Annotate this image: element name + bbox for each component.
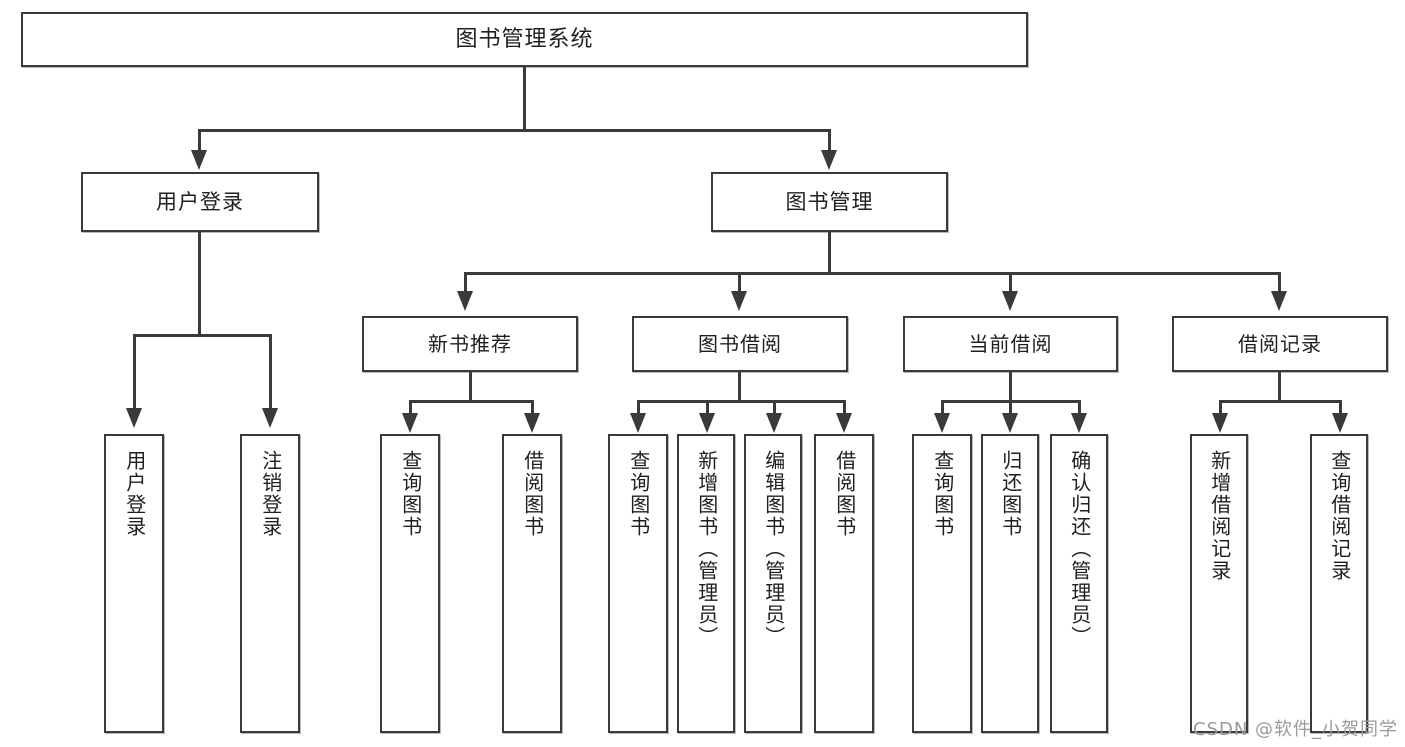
node-label: 当前借阅 <box>968 331 1053 356</box>
node-label: 图书管理系统 <box>455 26 594 52</box>
node-label: 借阅记录 <box>1238 331 1322 356</box>
connector-user-login-left <box>133 334 136 410</box>
node-label: 确认归还（管理员） <box>1067 450 1092 648</box>
leaf-query-borrow-record[interactable]: 查询借阅记录 <box>1310 434 1368 733</box>
connector-book-borrow-bus <box>637 400 846 403</box>
node-label: 查询图书 <box>930 450 955 538</box>
connector-borrow-record-c1 <box>1219 400 1222 416</box>
arrow-to-user-login <box>191 150 207 170</box>
leaf-borrow-book[interactable]: 借阅图书 <box>814 434 874 733</box>
arrow-book-borrow-leaf-3 <box>766 413 782 433</box>
connector-borrow-record-c2 <box>1339 400 1342 416</box>
arrow-borrow-record-leaf-2 <box>1332 413 1348 433</box>
node-label: 用户登录 <box>122 450 147 538</box>
node-label: 查询图书 <box>626 450 651 538</box>
node-label: 新增借阅记录 <box>1207 450 1232 582</box>
arrow-current-borrow-leaf-1 <box>934 413 950 433</box>
arrow-to-book-mgmt <box>821 150 837 170</box>
node-book-borrow[interactable]: 图书借阅 <box>632 316 848 372</box>
arrow-current-borrow-leaf-3 <box>1071 413 1087 433</box>
arrow-book-borrow-leaf-4 <box>836 413 852 433</box>
connector-current-borrow-c2 <box>1009 400 1012 416</box>
node-label: 图书借阅 <box>698 331 782 356</box>
connector-new-book-stem <box>469 372 472 402</box>
connector-to-user-login <box>198 129 201 154</box>
leaf-confirm-return-admin[interactable]: 确认归还（管理员） <box>1050 434 1108 733</box>
arrow-user-login-leaf-1 <box>126 408 142 428</box>
connector-to-new-book <box>464 272 467 294</box>
leaf-query-book-borrow[interactable]: 查询图书 <box>608 434 668 733</box>
connector-to-borrow-record <box>1278 272 1281 294</box>
connector-book-borrow-c1 <box>637 400 640 416</box>
leaf-query-book-current[interactable]: 查询图书 <box>912 434 972 733</box>
connector-user-login-stem <box>198 232 201 336</box>
arrow-new-book-leaf-2 <box>524 413 540 433</box>
leaf-add-borrow-record[interactable]: 新增借阅记录 <box>1190 434 1248 733</box>
connector-current-borrow-c3 <box>1078 400 1081 416</box>
connector-book-borrow-c3 <box>773 400 776 416</box>
arrow-to-current-borrow <box>1002 291 1018 311</box>
node-book-management[interactable]: 图书管理 <box>711 172 948 232</box>
node-label: 编辑图书（管理员） <box>761 450 786 648</box>
connector-user-login-bus <box>133 334 270 337</box>
leaf-query-book-newbook[interactable]: 查询图书 <box>380 434 440 733</box>
arrow-user-login-leaf-2 <box>262 408 278 428</box>
leaf-user-login[interactable]: 用户登录 <box>104 434 164 733</box>
leaf-add-book-admin[interactable]: 新增图书（管理员） <box>677 434 735 733</box>
node-label: 查询借阅记录 <box>1327 450 1352 582</box>
leaf-return-book[interactable]: 归还图书 <box>981 434 1039 733</box>
node-label: 注销登录 <box>258 450 283 538</box>
node-user-login[interactable]: 用户登录 <box>81 172 319 232</box>
connector-root-bus <box>198 129 831 132</box>
arrow-to-new-book <box>457 291 473 311</box>
arrow-borrow-record-leaf-1 <box>1212 413 1228 433</box>
node-root-system[interactable]: 图书管理系统 <box>21 12 1028 67</box>
connector-to-book-mgmt <box>828 129 831 154</box>
node-borrow-record[interactable]: 借阅记录 <box>1172 316 1388 372</box>
node-label: 新书推荐 <box>428 331 512 356</box>
connector-root-stem <box>523 67 526 131</box>
node-new-book-recommend[interactable]: 新书推荐 <box>362 316 578 372</box>
connector-book-mgmt-bus <box>464 272 1280 275</box>
connector-to-current-borrow <box>1009 272 1012 294</box>
arrow-to-borrow-record <box>1271 291 1287 311</box>
leaf-borrow-book-newbook[interactable]: 借阅图书 <box>502 434 562 733</box>
node-label: 查询图书 <box>398 450 423 538</box>
connector-new-book-c1 <box>409 400 412 416</box>
connector-book-mgmt-stem <box>828 232 831 274</box>
arrow-book-borrow-leaf-1 <box>630 413 646 433</box>
node-label: 归还图书 <box>998 450 1023 538</box>
connector-borrow-record-bus <box>1219 400 1342 403</box>
connector-new-book-bus <box>409 400 534 403</box>
connector-book-borrow-c2 <box>706 400 709 416</box>
arrow-current-borrow-leaf-2 <box>1002 413 1018 433</box>
csdn-watermark: CSDN @软件_小贺同学 <box>1193 719 1399 740</box>
node-current-borrow[interactable]: 当前借阅 <box>903 316 1118 372</box>
arrow-book-borrow-leaf-2 <box>699 413 715 433</box>
node-label: 新增图书（管理员） <box>694 450 719 648</box>
node-label: 用户登录 <box>156 189 244 214</box>
leaf-edit-book-admin[interactable]: 编辑图书（管理员） <box>744 434 802 733</box>
connector-borrow-record-stem <box>1278 372 1281 402</box>
connector-current-borrow-stem <box>1009 372 1012 402</box>
node-label: 借阅图书 <box>832 450 857 538</box>
arrow-new-book-leaf-1 <box>402 413 418 433</box>
connector-book-borrow-stem <box>738 372 741 402</box>
node-label: 图书管理 <box>785 189 874 214</box>
connector-current-borrow-c1 <box>941 400 944 416</box>
connector-book-borrow-c4 <box>843 400 846 416</box>
connector-to-book-borrow <box>738 272 741 294</box>
leaf-logout[interactable]: 注销登录 <box>240 434 300 733</box>
arrow-to-book-borrow <box>731 291 747 311</box>
node-label: 借阅图书 <box>520 450 545 538</box>
connector-user-login-right <box>269 334 272 410</box>
connector-new-book-c2 <box>531 400 534 416</box>
